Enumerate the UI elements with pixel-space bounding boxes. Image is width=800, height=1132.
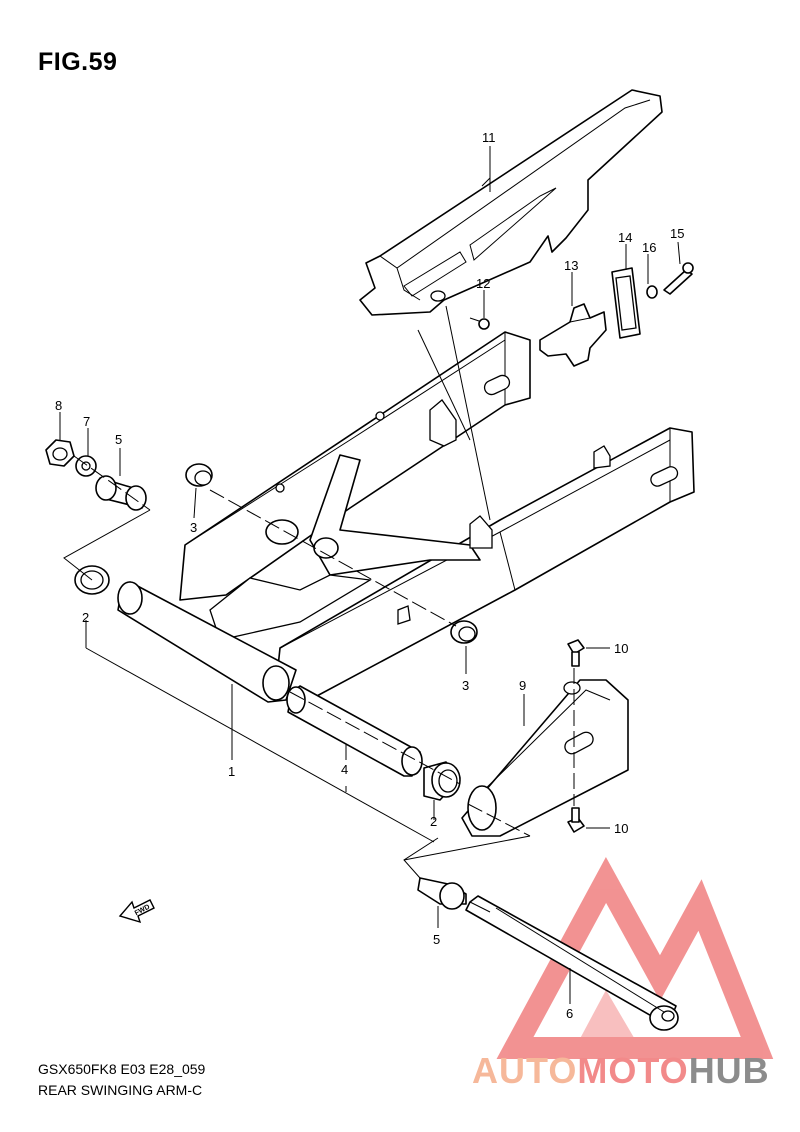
bearing-3-lower [450, 620, 478, 644]
fwd-label: FWD [134, 904, 151, 918]
swing-arm [117, 331, 695, 777]
model-code: GSX650FK8 E03 E28_059 [38, 1061, 206, 1077]
watermark-wordmark: AUTOMOTOHUB [472, 1050, 770, 1092]
figure-title: FIG.59 [38, 48, 118, 76]
callout-5-lower: 5 [433, 932, 440, 947]
bolt-10-upper [567, 639, 585, 667]
bracket-13 [539, 303, 607, 367]
callout-3-upper: 3 [190, 520, 197, 535]
callout-2-left: 2 [82, 610, 89, 625]
callout-10-upper: 10 [614, 641, 628, 656]
watermark-logo [496, 857, 774, 1059]
callout-2-right: 2 [430, 814, 437, 829]
callout-16: 16 [642, 240, 656, 255]
callout-5-upper: 5 [115, 432, 122, 447]
callout-9: 9 [519, 678, 526, 693]
callout-4: 4 [341, 762, 348, 777]
callout-8: 8 [55, 398, 62, 413]
callout-14: 14 [618, 230, 632, 245]
watermark-part-2: MOTO [577, 1050, 689, 1091]
bolt-10-lower [567, 807, 585, 833]
spacer-5-lower [417, 877, 467, 910]
leader-lines [59, 146, 681, 1004]
callouts: 1 2 2 3 3 4 5 5 6 7 8 9 10 10 11 12 13 1… [55, 130, 684, 1021]
chain-buffer [461, 679, 629, 837]
callout-7: 7 [83, 414, 90, 429]
callout-15: 15 [670, 226, 684, 241]
bearing-3-upper [185, 463, 213, 487]
callout-10-lower: 10 [614, 821, 628, 836]
nut-8 [45, 439, 75, 467]
assembly-lines [63, 305, 665, 1013]
screw-15 [663, 262, 694, 295]
pivot-shaft [465, 895, 679, 1031]
washer-16 [646, 285, 658, 299]
screw-12 [469, 317, 490, 330]
fwd-arrow-icon: FWD [118, 899, 155, 924]
watermark-part-1: AUTO [472, 1050, 578, 1091]
callout-3-lower: 3 [462, 678, 469, 693]
chain-cover [359, 89, 663, 316]
callout-12: 12 [476, 276, 490, 291]
callout-13: 13 [564, 258, 578, 273]
reflector-14 [611, 267, 641, 339]
spacer-5-upper [95, 475, 147, 511]
callout-1: 1 [228, 764, 235, 779]
callout-11: 11 [482, 130, 496, 145]
callout-6: 6 [566, 1006, 573, 1021]
watermark-part-3: HUB [688, 1050, 770, 1091]
diagram-name: REAR SWINGING ARM-C [38, 1082, 203, 1098]
